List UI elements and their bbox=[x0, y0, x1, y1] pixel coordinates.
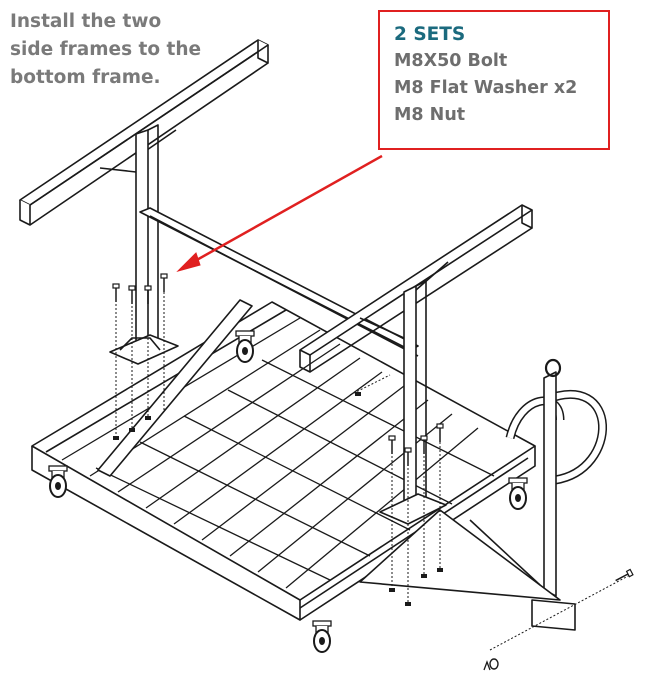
instruction-text: Install the two side frames to the botto… bbox=[10, 8, 220, 92]
callout-title: 2 SETS bbox=[394, 24, 466, 45]
callout-arrow bbox=[185, 154, 383, 268]
caster-back bbox=[235, 330, 255, 363]
instruction-line: Install the two bbox=[10, 11, 162, 32]
hardware-callout-box: 2 SETS M8X50 Bolt M8 Flat Washer x2 M8 N… bbox=[378, 10, 610, 150]
callout-item-washer: M8 Flat Washer x2 bbox=[394, 78, 578, 98]
instruction-line: bottom frame. bbox=[10, 67, 161, 88]
callout-item-bolt: M8X50 Bolt bbox=[394, 51, 508, 71]
instruction-line: side frames to the bbox=[10, 39, 202, 60]
left-post bbox=[135, 129, 149, 347]
right-post bbox=[403, 285, 417, 507]
caster-right bbox=[508, 477, 528, 510]
caster-left bbox=[48, 465, 68, 498]
caster-front bbox=[312, 620, 332, 653]
callout-item-nut: M8 Nut bbox=[394, 105, 466, 125]
